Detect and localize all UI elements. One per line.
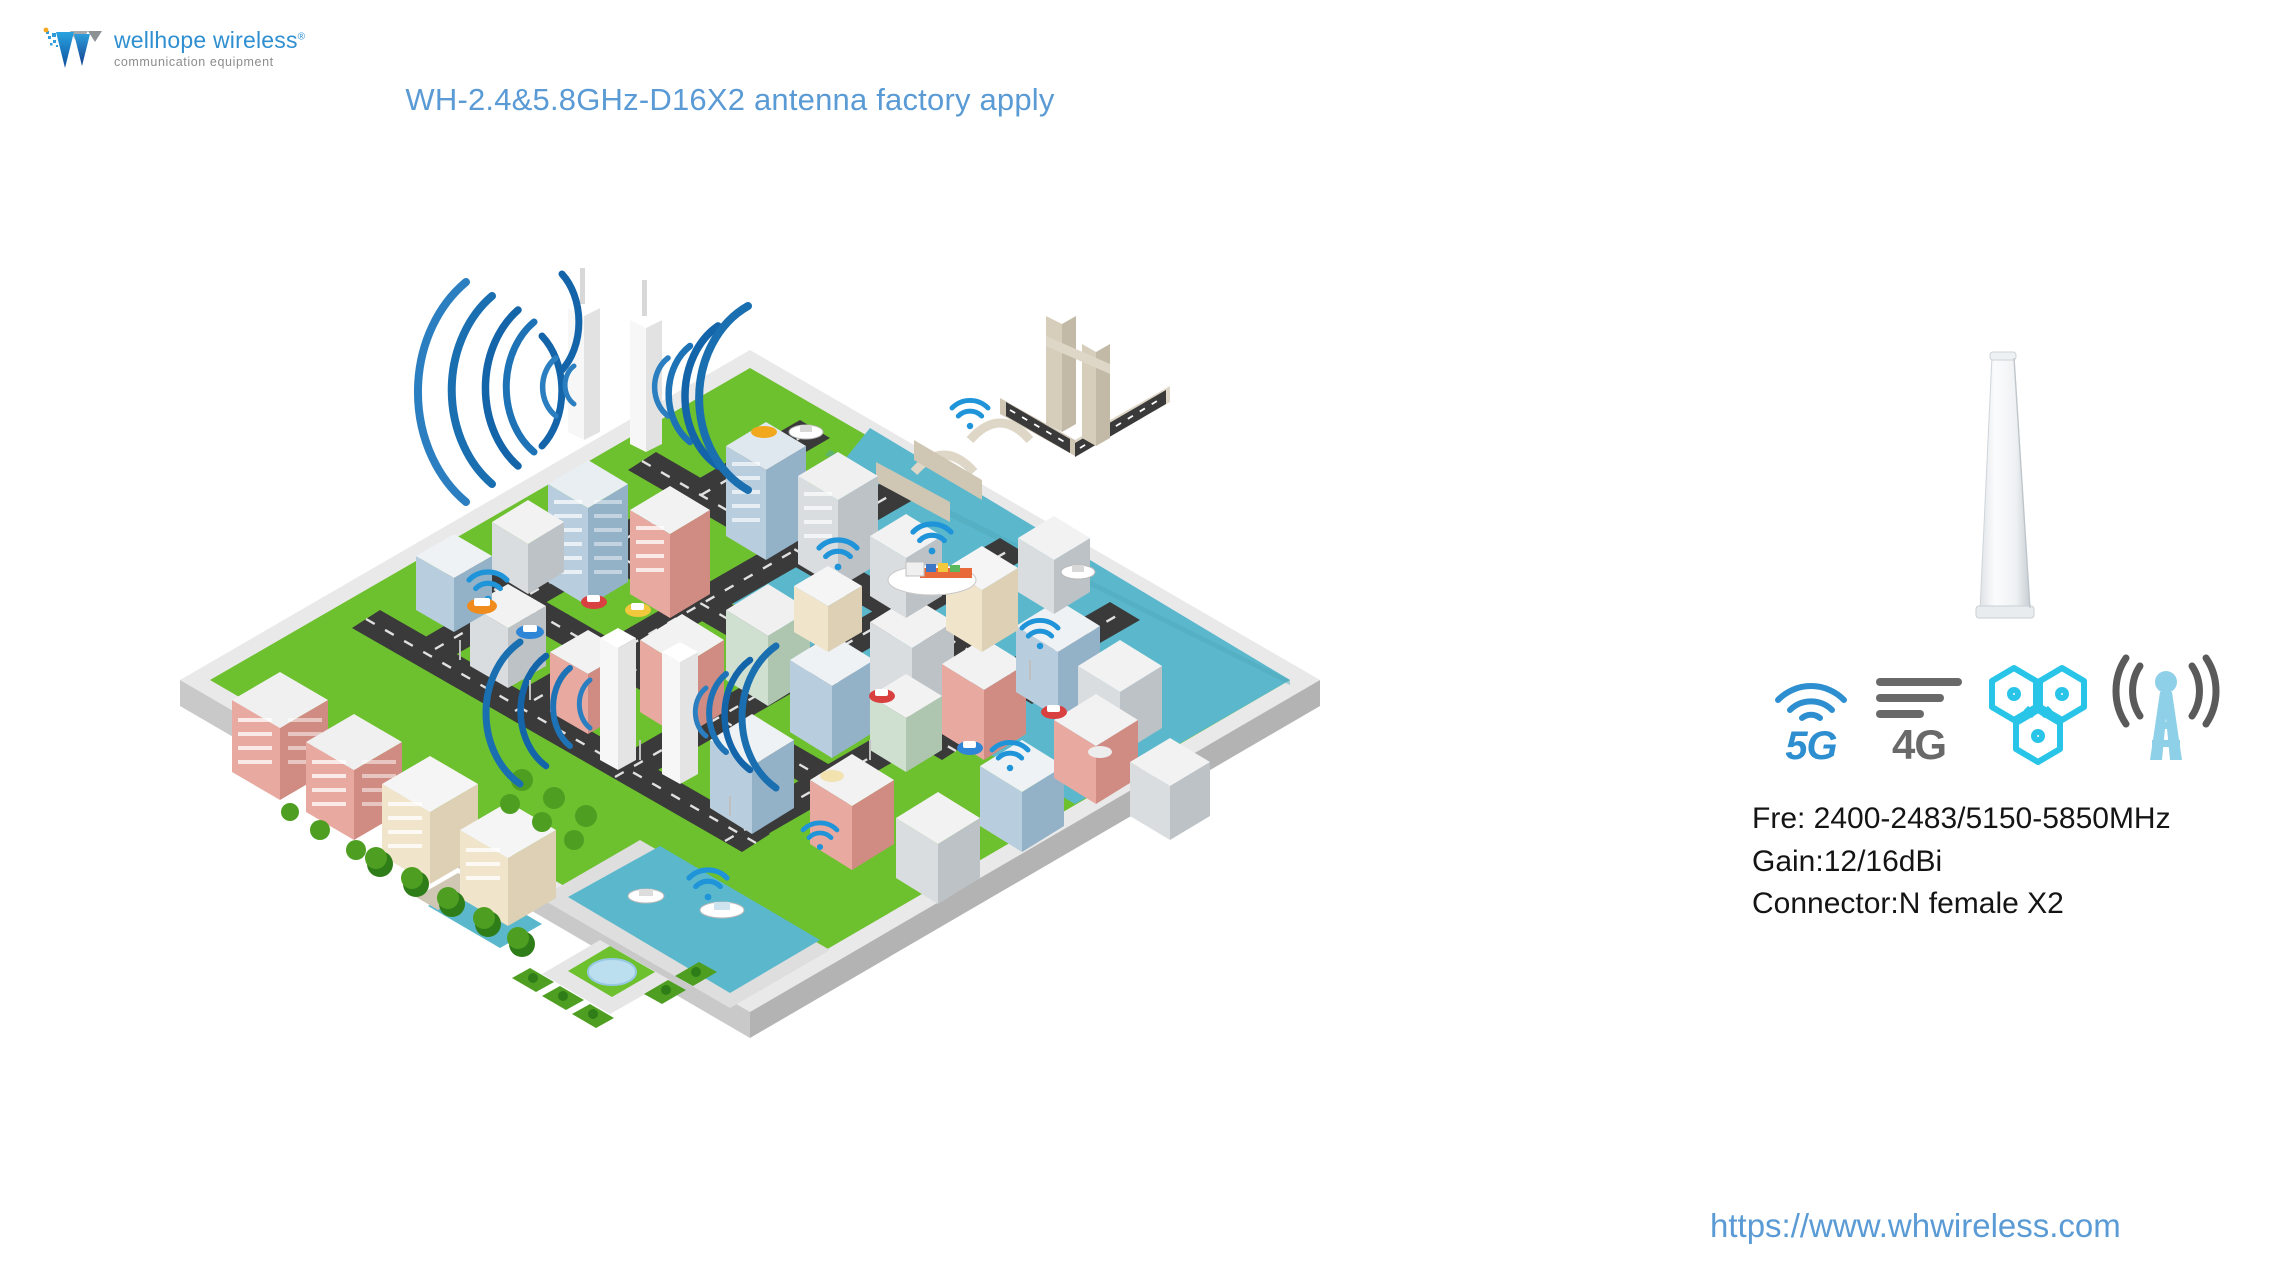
5g-wifi-icon: 5G bbox=[1768, 641, 1854, 766]
website-url[interactable]: https://www.whwireless.com bbox=[1710, 1207, 2121, 1244]
antenna-masts bbox=[568, 268, 698, 784]
5g-label: 5G bbox=[1785, 724, 1837, 768]
cell-tower-signal-icon bbox=[2110, 641, 2222, 766]
product-specs: Fre: 2400-2483/5150-5850MHz Gain:12/16dB… bbox=[1752, 798, 2252, 926]
spec-frequency: Fre: 2400-2483/5150-5850MHz bbox=[1752, 802, 2171, 835]
4g-bars-icon: 4G bbox=[1872, 641, 1966, 766]
technology-icon-row: 5G 4G bbox=[1768, 636, 2238, 766]
wellhope-w-mark-icon bbox=[40, 26, 106, 72]
hexagon-cell-network-icon bbox=[1984, 641, 2092, 766]
smart-city-illustration bbox=[170, 140, 1330, 1150]
registered-mark: ® bbox=[297, 31, 306, 43]
4g-label: 4G bbox=[1891, 721, 1947, 768]
brand-tagline: communication equipment bbox=[114, 55, 274, 70]
page-title: WH-2.4&5.8GHz-D16X2 antenna factory appl… bbox=[405, 82, 1055, 117]
brand-name: wellhope wireless® bbox=[114, 29, 305, 52]
spec-gain: Gain:12/16dBi bbox=[1752, 844, 1943, 878]
brand-logo: wellhope wireless® communication equipme… bbox=[40, 18, 340, 80]
brand-name-text: wellhope wireless bbox=[114, 27, 298, 54]
spec-connector: Connector:N female X2 bbox=[1752, 887, 2064, 921]
antenna-product-image bbox=[1930, 348, 2090, 628]
